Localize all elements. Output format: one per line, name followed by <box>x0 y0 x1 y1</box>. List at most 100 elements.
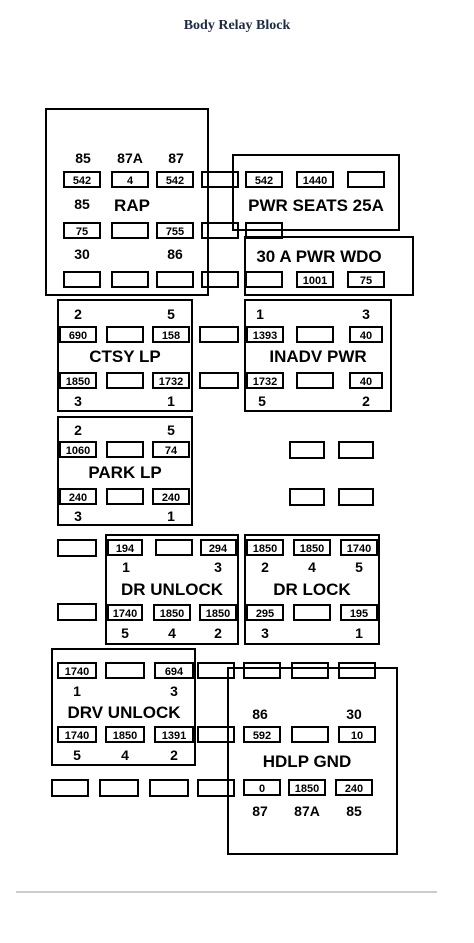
wire-number: 1850 <box>160 608 184 620</box>
wire-number: 75 <box>76 226 88 238</box>
terminal <box>111 222 149 239</box>
page-title: Body Relay Block <box>183 18 291 33</box>
terminal <box>338 441 374 459</box>
pin-label: 2 <box>74 306 82 322</box>
pin-label: 1 <box>73 683 81 699</box>
terminal <box>296 171 334 188</box>
pin-label: 1 <box>167 393 175 409</box>
terminal <box>57 726 97 743</box>
terminal <box>152 326 190 343</box>
terminal <box>296 271 334 288</box>
relay-outline <box>57 299 193 412</box>
terminal <box>106 372 144 389</box>
wire-number: 0 <box>259 783 265 795</box>
terminal <box>106 326 144 343</box>
wire-number: 40 <box>360 330 372 342</box>
wire-number: 240 <box>345 783 363 795</box>
terminal <box>57 539 97 557</box>
terminal <box>293 604 331 621</box>
relay-label: DRV UNLOCK <box>67 703 181 722</box>
terminal <box>199 604 237 621</box>
wire-number: 1850 <box>295 783 319 795</box>
terminal <box>201 271 239 288</box>
wire-number: 1850 <box>253 543 277 555</box>
terminal <box>59 372 97 389</box>
pin-label: 87A <box>294 803 320 819</box>
wire-number: 1850 <box>206 608 230 620</box>
pin-label: 85 <box>346 803 362 819</box>
pin-label: 87A <box>117 150 143 166</box>
relay-dr-unlock: 194 294 1 3 DR UNLOCK 1740 1850 1850 5 4… <box>105 534 239 645</box>
pin-label: 87 <box>168 150 184 166</box>
relay-outline <box>57 416 193 526</box>
terminal <box>246 539 284 556</box>
terminal <box>200 539 237 556</box>
fuse-pwr-seats: 542 1440 PWR SEATS 25A <box>232 154 400 239</box>
terminal <box>245 171 283 188</box>
terminal <box>246 372 284 389</box>
terminal <box>197 726 235 743</box>
terminal <box>156 222 194 239</box>
wire-number: 194 <box>116 543 135 555</box>
pin-label: 2 <box>261 559 269 575</box>
relay-label: DR UNLOCK <box>121 580 224 599</box>
wire-number: 4 <box>127 175 134 187</box>
terminal <box>243 726 281 743</box>
breaker-pwr-wdo: 30 A PWR WDO 1001 75 <box>244 236 414 296</box>
wire-number: 1850 <box>66 376 90 388</box>
terminal <box>107 604 143 621</box>
wire-number: 690 <box>69 330 87 342</box>
wire-number: 158 <box>162 330 180 342</box>
terminal <box>59 488 97 505</box>
wire-number: 40 <box>360 376 372 388</box>
pin-label: 5 <box>121 625 129 641</box>
terminal <box>243 779 281 796</box>
wire-number: 1001 <box>303 275 327 287</box>
wire-number: 1393 <box>253 330 277 342</box>
pin-label: 1 <box>122 559 130 575</box>
terminal <box>63 171 101 188</box>
wire-number: 240 <box>162 492 180 504</box>
terminal <box>347 171 385 188</box>
terminal <box>105 726 145 743</box>
relay-inadv-pwr: 1 3 1393 40 INADV PWR 1732 40 5 2 <box>244 299 392 412</box>
terminal <box>338 726 376 743</box>
wire-number: 1060 <box>66 445 90 457</box>
terminal <box>246 604 284 621</box>
terminal <box>63 222 101 239</box>
wire-number: 1740 <box>65 730 89 742</box>
relay-label: 30 A PWR WDO <box>256 247 381 266</box>
wire-number: 1850 <box>300 543 324 555</box>
relay-outline <box>244 299 392 412</box>
terminal <box>246 326 284 343</box>
pin-label: 86 <box>252 706 268 722</box>
wire-number: 694 <box>165 666 184 678</box>
pin-label: 87 <box>252 803 268 819</box>
terminal <box>349 326 383 343</box>
pin-label: 3 <box>261 625 269 641</box>
wire-number: 1740 <box>113 608 137 620</box>
wire-number: 592 <box>253 730 271 742</box>
wire-number: 542 <box>73 175 91 187</box>
terminal <box>349 372 383 389</box>
pin-label: 5 <box>355 559 363 575</box>
relay-outline <box>51 648 196 766</box>
wire-number: 75 <box>360 275 372 287</box>
pin-label: 30 <box>74 246 90 262</box>
pin-label: 1 <box>355 625 363 641</box>
relay-dr-lock: 1850 1850 1740 2 4 5 DR LOCK 295 195 3 1 <box>244 534 380 645</box>
terminal <box>340 604 378 621</box>
terminal <box>57 662 97 679</box>
terminal <box>152 441 190 458</box>
terminal <box>57 603 97 621</box>
terminal <box>59 441 97 458</box>
terminal <box>243 662 281 679</box>
terminal <box>293 539 331 556</box>
pin-label: 4 <box>121 747 129 763</box>
wire-number: 10 <box>351 730 363 742</box>
pin-label: 4 <box>168 625 176 641</box>
terminal <box>296 372 334 389</box>
pin-label: 5 <box>167 306 175 322</box>
pin-label: 2 <box>74 422 82 438</box>
